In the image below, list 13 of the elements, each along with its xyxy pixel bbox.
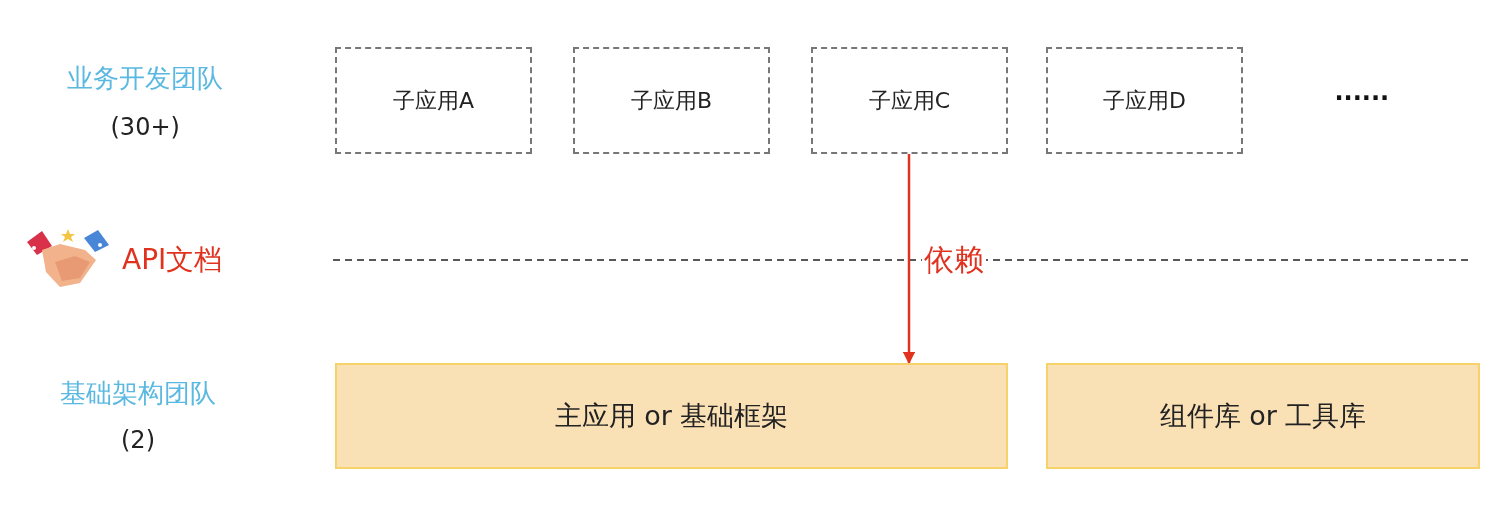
framework-box: 组件库 or 工具库 (1046, 363, 1480, 469)
sub-app-box: 子应用B (573, 47, 770, 154)
sub-app-box: 子应用C (811, 47, 1008, 154)
arrow (902, 154, 916, 365)
ellipsis-text: ······ (1334, 84, 1390, 112)
team-size: (2) (121, 426, 155, 454)
sub-app-box: 子应用A (335, 47, 532, 154)
framework-box: 主应用 or 基础框架 (335, 363, 1008, 469)
doc-label: API文档 (122, 242, 223, 278)
team-label: 业务开发团队 (67, 61, 223, 95)
sub-app-box: 子应用D (1046, 47, 1243, 154)
team-size: (30+) (110, 113, 180, 141)
team-label: 基础架构团队 (60, 376, 216, 410)
